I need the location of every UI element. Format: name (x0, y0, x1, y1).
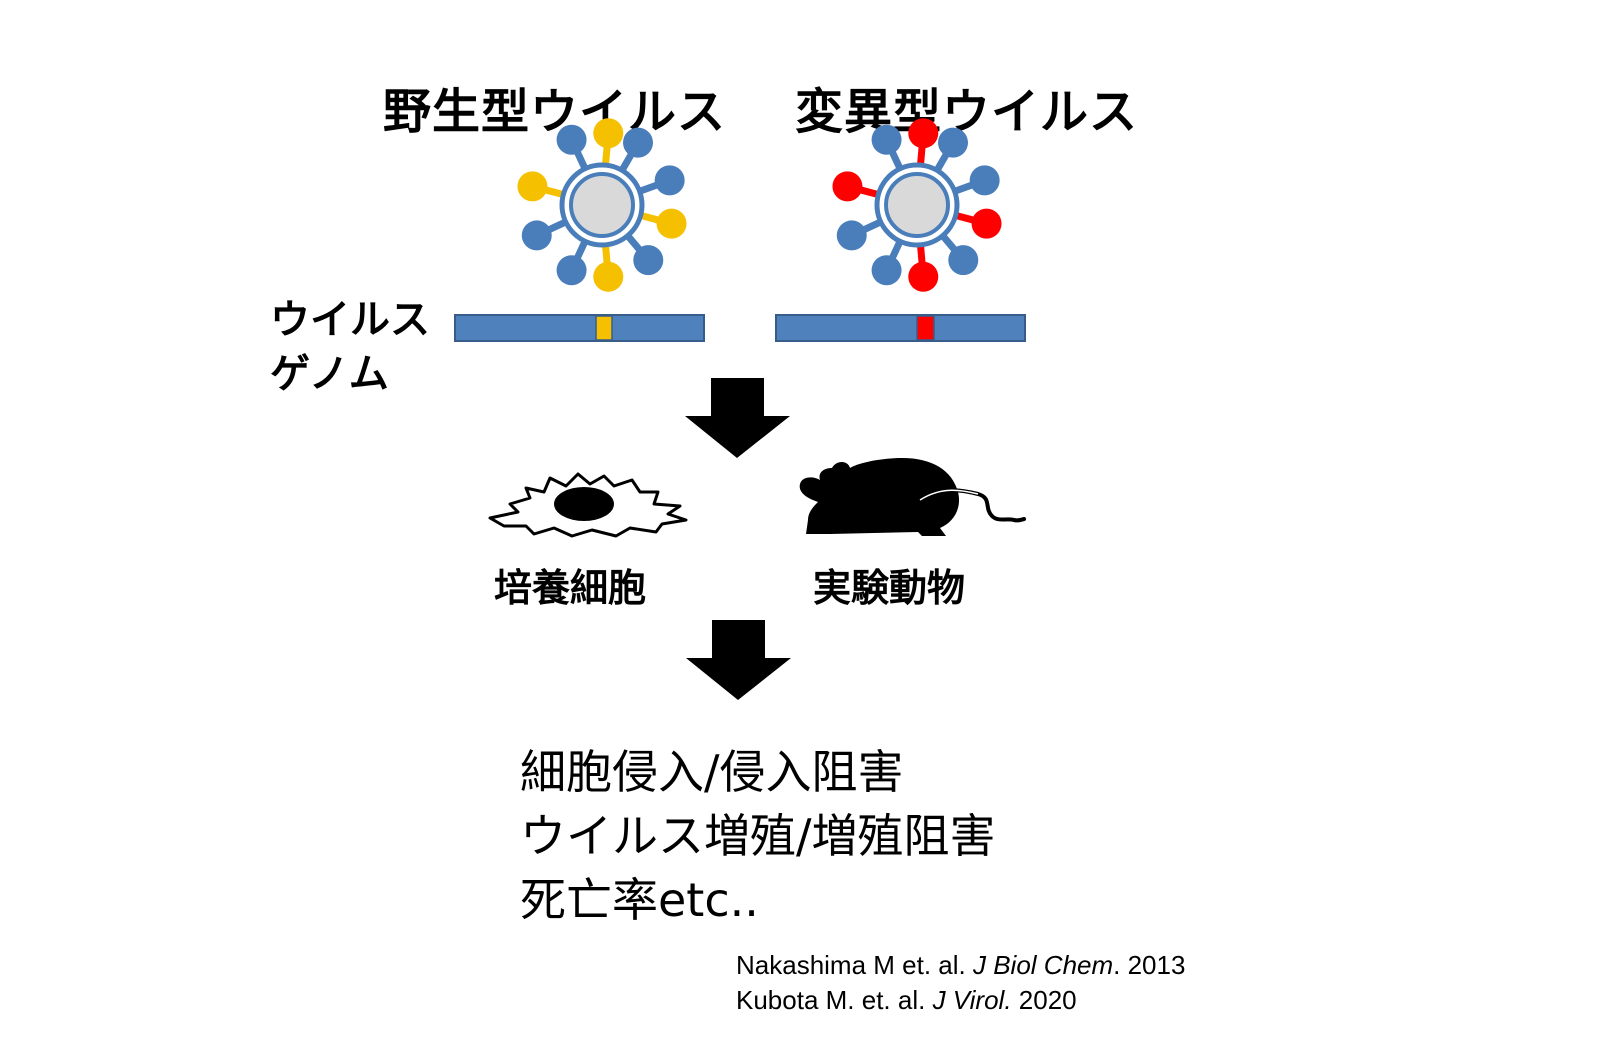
virion-core (884, 172, 950, 238)
cultured-cells-label: 培養細胞 (494, 566, 647, 610)
virion-spike (521, 220, 552, 251)
virion-spike (969, 165, 1000, 196)
mutant-mutation-site (916, 315, 935, 341)
virion-spike (871, 255, 902, 286)
virion-mutated-spike (971, 208, 1002, 239)
wild-type-genome-bar (454, 314, 705, 342)
genome-label-line1: ウイルス (270, 297, 430, 343)
virion-spike (556, 124, 587, 155)
genome-bar (775, 314, 1026, 342)
result-item: 死亡率etc.. (520, 873, 759, 927)
virion-spike (556, 255, 587, 286)
wild-type-virus-title: 野生型ウイルス (383, 84, 727, 140)
virion-mutated-spike (908, 118, 939, 149)
genome-label-line2: ゲノム (270, 351, 389, 397)
mutant-virion-icon (832, 118, 1002, 292)
results-list: 細胞侵入/侵入阻害 ウイルス増殖/増殖阻害 死亡率etc.. (520, 740, 996, 932)
reference-item: Kubota M. et. al. J Virol. 2020 (736, 985, 1077, 1015)
genome-label: ウイルス ゲノム (270, 293, 430, 401)
result-item: 細胞侵入/侵入阻害 (520, 745, 904, 799)
mutant-genome-bar (775, 314, 1026, 342)
virion-spike (836, 220, 867, 251)
virion-mutated-spike (832, 171, 863, 202)
result-item: ウイルス増殖/増殖阻害 (520, 809, 996, 863)
lab-animals-label: 実験動物 (813, 566, 966, 610)
virion-spike (948, 245, 979, 276)
cultured-cell-icon (488, 472, 688, 538)
virion-spike (633, 245, 664, 276)
cell-nucleus (554, 487, 614, 521)
wild-type-virion-icon (517, 118, 687, 292)
virion-mutated-spike (908, 261, 939, 292)
virion-spike (938, 127, 968, 158)
down-arrow-icon (686, 620, 791, 700)
virion-spike (623, 127, 653, 158)
mutant-virus-title: 変異型ウイルス (795, 84, 1139, 140)
mouse-icon (799, 458, 1026, 536)
down-arrow-icon (685, 378, 790, 458)
wild-type-mutation-site (595, 315, 613, 341)
virion-core (569, 172, 635, 238)
virion-mutated-spike (517, 171, 548, 202)
genome-bar (454, 314, 705, 342)
virion-mutated-spike (593, 261, 624, 292)
references: Nakashima M et. al. J Biol Chem. 2013 Ku… (736, 948, 1185, 1018)
virion-spike (654, 165, 685, 196)
virion-spike (871, 124, 902, 155)
virion-mutated-spike (593, 118, 624, 149)
reference-item: Nakashima M et. al. J Biol Chem. 2013 (736, 950, 1186, 980)
virion-mutated-spike (656, 208, 687, 239)
